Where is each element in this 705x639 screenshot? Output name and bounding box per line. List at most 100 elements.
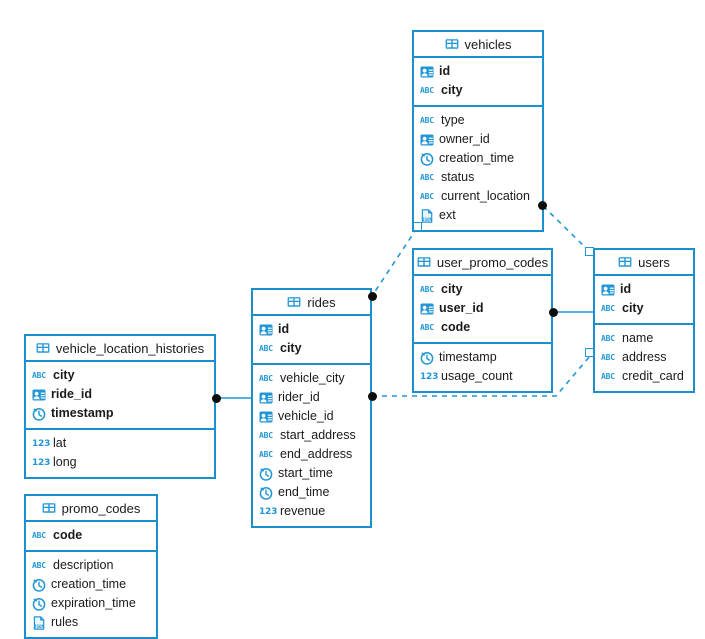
primary-key-field-row[interactable]: id [259, 320, 364, 339]
table-grid-icon [417, 255, 431, 269]
field-label: name [622, 331, 654, 346]
field-label: end_time [278, 485, 330, 500]
table-header[interactable]: vehicle_location_histories [26, 336, 214, 362]
123-number-icon: 123 [32, 457, 51, 468]
field-label: creation_time [439, 151, 515, 166]
table-name: user_promo_codes [436, 254, 549, 270]
abc-string-icon: ABC [420, 85, 434, 95]
clock-icon [259, 486, 273, 500]
primary-key-field-row[interactable]: ABC city [601, 299, 687, 318]
abc-string-icon: ABC [259, 449, 273, 459]
svg-text:JSON: JSON [34, 624, 45, 630]
field-row[interactable]: rider_id [259, 388, 364, 407]
abc-string-icon: ABC [32, 560, 46, 570]
table-grid-icon [42, 501, 56, 515]
primary-key-field-row[interactable]: user_id [420, 299, 545, 318]
field-label: current_location [441, 189, 530, 204]
link-endpoint-dot [368, 392, 377, 401]
field-row[interactable]: end_time [259, 483, 364, 502]
field-label: revenue [280, 504, 326, 519]
field-row[interactable]: ABC end_address [259, 445, 364, 464]
clock-icon [32, 578, 46, 592]
field-label: start_time [278, 466, 333, 481]
field-label: vehicle_city [280, 371, 345, 386]
field-label: timestamp [439, 350, 497, 365]
field-label: end_address [280, 447, 353, 462]
abc-string-icon: ABC [420, 172, 434, 182]
field-label: rules [51, 615, 79, 630]
table-header[interactable]: user_promo_codes [414, 250, 551, 276]
field-row[interactable]: ABC name [601, 329, 687, 348]
abc-string-icon: ABC [420, 115, 434, 125]
id-card-icon [420, 65, 434, 79]
primary-key-field-row[interactable]: id [601, 280, 687, 299]
primary-key-field-row[interactable]: ride_id [32, 385, 208, 404]
field-label: city [622, 301, 644, 316]
clock-icon [32, 597, 46, 611]
link-endpoint-square [585, 348, 594, 357]
id-card-icon [259, 323, 273, 337]
field-row[interactable]: timestamp [420, 348, 545, 367]
field-row[interactable]: owner_id [420, 130, 536, 149]
table-name: promo_codes [61, 500, 141, 516]
field-label: user_id [439, 301, 484, 316]
table-header[interactable]: vehicles [414, 32, 542, 58]
field-row[interactable]: creation_time [32, 575, 150, 594]
field-label: ext [439, 208, 456, 223]
field-row[interactable]: expiration_time [32, 594, 150, 613]
link-endpoint-dot [368, 292, 377, 301]
id-card-icon [32, 388, 46, 402]
field-row[interactable]: creation_time [420, 149, 536, 168]
field-label: rider_id [278, 390, 320, 405]
field-row[interactable]: start_time [259, 464, 364, 483]
abc-string-icon: ABC [601, 303, 615, 313]
primary-key-field-row[interactable]: timestamp [32, 404, 208, 423]
abc-string-icon: ABC [601, 333, 615, 343]
link-endpoint-square [585, 247, 594, 256]
table-header[interactable]: users [595, 250, 693, 276]
table-header[interactable]: promo_codes [26, 496, 156, 522]
field-row[interactable]: vehicle_id [259, 407, 364, 426]
field-row[interactable]: JSON rules [32, 613, 150, 632]
field-label: ride_id [51, 387, 92, 402]
field-label: long [53, 455, 77, 470]
field-label: creation_time [51, 577, 127, 592]
json-file-icon: JSON [32, 615, 46, 630]
abc-string-icon: ABC [601, 371, 615, 381]
primary-key-field-row[interactable]: id [420, 62, 536, 81]
field-label: usage_count [441, 369, 513, 384]
table-header[interactable]: rides [253, 290, 370, 316]
123-number-icon: 123 [420, 371, 439, 382]
id-card-icon [259, 391, 273, 405]
field-label: id [278, 322, 290, 337]
